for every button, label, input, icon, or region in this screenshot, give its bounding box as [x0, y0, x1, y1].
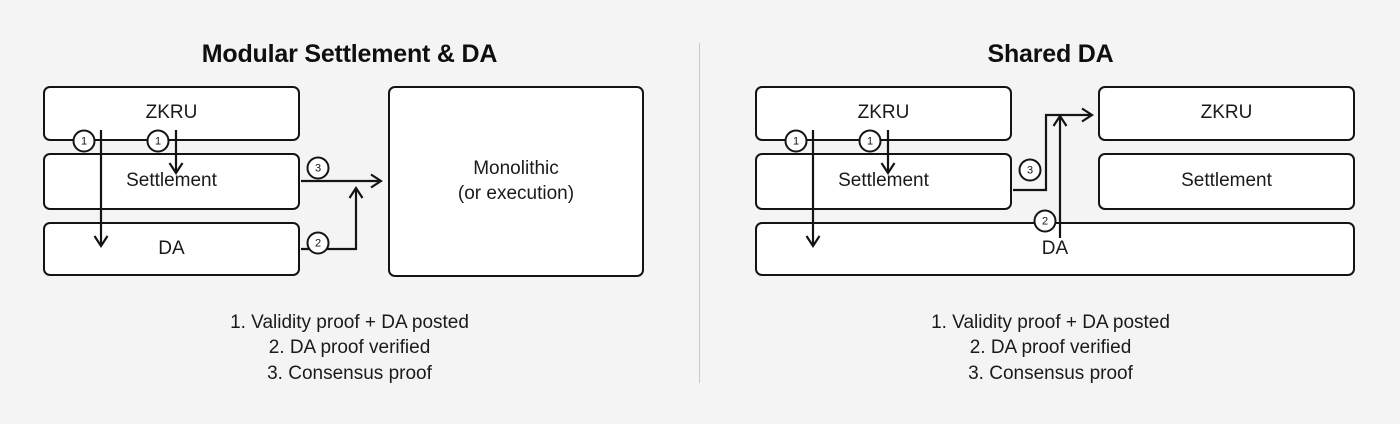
- marker-three-circle-left: [306, 156, 330, 180]
- legend-left-item-1: 1. Validity proof + DA posted: [230, 312, 469, 333]
- legend-right-item-3: 3. Consensus proof: [968, 362, 1133, 384]
- panel-title-right: Shared DA: [987, 40, 1114, 68]
- line-da-proof-left-head: [348, 185, 364, 199]
- marker-two-circle-left: [306, 231, 330, 255]
- line-consensus-proof-right: [1013, 113, 1091, 192]
- box-monolithic: Monolithic (or execution): [388, 86, 644, 277]
- marker-three-label-right: 3: [1027, 165, 1033, 177]
- legend-left-item-3: 3. Consensus proof: [267, 362, 432, 384]
- legend-left: 1. Validity proof + DA posted 2. DA proo…: [0, 310, 699, 386]
- legend-right-item-1: 1. Validity proof + DA posted: [931, 312, 1170, 333]
- box-zkru-left: ZKRU: [43, 86, 300, 141]
- line-da-proof-right-head: [1052, 113, 1068, 127]
- box-monolithic-line2: (or execution): [457, 182, 575, 204]
- legend-right-item-2: 2. DA proof verified: [969, 337, 1132, 359]
- line-consensus-proof-right-head: [1081, 107, 1095, 123]
- box-monolithic-line1: Monolithic: [473, 158, 559, 180]
- panel-modular-settlement-da: Modular Settlement & DA ZKRU Settlement …: [0, 0, 699, 424]
- legend-left-item-2: 2. DA proof verified: [268, 337, 431, 359]
- box-da-shared: DA: [755, 222, 1355, 276]
- line-da-proof-left: [301, 190, 358, 251]
- marker-two-label-left: 2: [315, 238, 321, 250]
- panel-shared-da: Shared DA ZKRU Settlement ZKRU Settlemen…: [701, 0, 1400, 424]
- marker-three-circle-right: [1018, 158, 1042, 182]
- box-zkru-right-right: ZKRU: [1098, 86, 1355, 141]
- box-settlement-left: Settlement: [43, 153, 300, 210]
- legend-right: 1. Validity proof + DA posted 2. DA proo…: [701, 310, 1400, 386]
- box-settlement-right-left: Settlement: [755, 153, 1012, 210]
- line-consensus-proof-left-head: [370, 173, 384, 189]
- marker-three-label-left: 3: [315, 163, 321, 175]
- panel-divider: [699, 43, 700, 383]
- panel-title-left: Modular Settlement & DA: [201, 40, 498, 68]
- box-zkru-right-left: ZKRU: [755, 86, 1012, 141]
- box-settlement-right-right: Settlement: [1098, 153, 1355, 210]
- box-da-left: DA: [43, 222, 300, 276]
